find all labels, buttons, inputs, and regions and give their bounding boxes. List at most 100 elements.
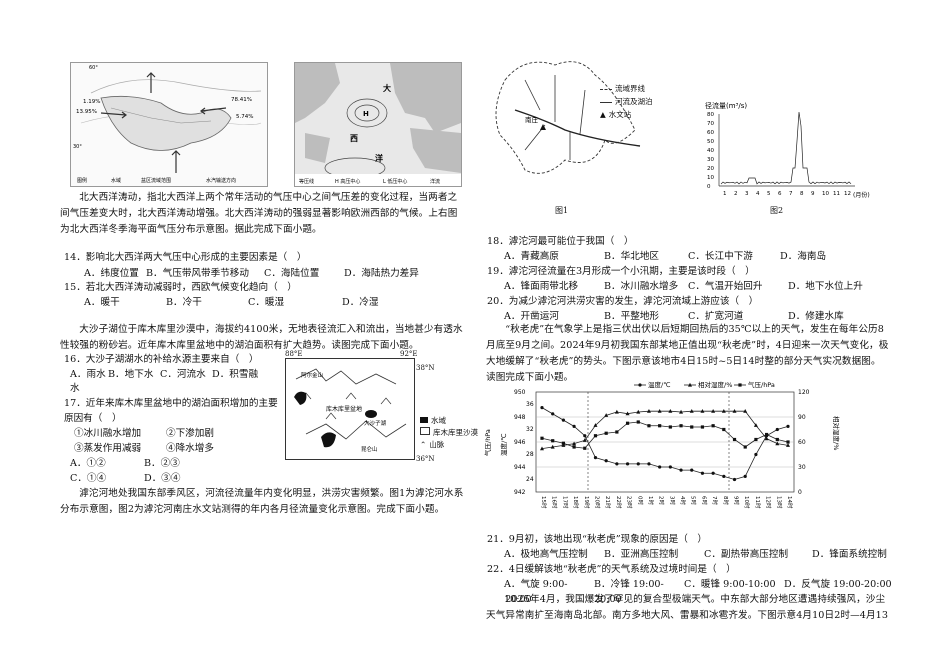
q21-options: A．极地高气压控制 B．亚洲高压控制 C．副热带高压控制 D．锋面系统控制 <box>504 547 887 562</box>
q22-option-a[interactable]: A．气旋 9:00-10:00 <box>504 579 568 605</box>
mtn1-label: 阿尔金山 <box>301 371 323 379</box>
q14-option-c[interactable]: C．海陆位置 <box>264 268 320 279</box>
time-tick: 23时 <box>626 496 634 509</box>
map2-legend-2: L 低压中心 <box>383 178 407 185</box>
pressure-tick: 950 <box>514 389 526 396</box>
humidity-point <box>775 441 780 446</box>
humidity-point <box>700 408 705 413</box>
q14-option-b[interactable]: B．气压带风带季节移动 <box>146 268 249 279</box>
q21-option-a[interactable]: A．极地高气压控制 <box>504 549 588 560</box>
runoff-xtick: 5 <box>767 191 771 197</box>
lake-label: 大沙子湖 <box>364 419 387 427</box>
question-14: 14．影响北大西洋两大气压中心形成的主要因素是（ ） <box>64 252 307 263</box>
runoff-xtick: 11 <box>833 191 840 197</box>
q19-option-b[interactable]: B．冰川融水增多 <box>604 281 679 292</box>
humidity-point <box>679 409 684 414</box>
humidity-line <box>541 410 789 450</box>
q17-options-1: A．①② B．②③ <box>70 456 180 471</box>
time-tick: 19时 <box>583 496 591 509</box>
q17-option-d[interactable]: D．③④ <box>144 473 181 484</box>
q20-option-a[interactable]: A．开凿运河 <box>504 311 559 322</box>
temperature-point <box>636 462 640 466</box>
runoff-ytick: 80 <box>707 112 714 118</box>
q21-option-b[interactable]: B．亚洲高压控制 <box>604 549 679 560</box>
humidity-point <box>743 408 748 413</box>
q15-option-d[interactable]: D．冷湿 <box>342 297 379 308</box>
q14-option-d[interactable]: D．海陆热力差异 <box>344 268 419 279</box>
q22-option-d[interactable]: D．反气旋 19:00-20:00 <box>784 579 892 590</box>
runoff-ytick: 30 <box>707 157 714 163</box>
q18-option-b[interactable]: B．华北地区 <box>604 251 660 262</box>
temperature-point <box>700 471 705 475</box>
runoff-ylabel: 径流量(m³/s) <box>705 101 747 110</box>
temperature-point <box>786 424 790 428</box>
q22-option-b[interactable]: B．冷锋 19:00-20:00 <box>594 579 664 605</box>
temperature-point <box>647 462 651 466</box>
q19-option-c[interactable]: C．气温开始回升 <box>688 281 763 292</box>
q17-statements-1: ①冰川融水增加 ②下渗加剧 <box>74 426 214 441</box>
humidity-tick: 0 <box>798 489 802 496</box>
q15-option-b[interactable]: B．冷干 <box>166 297 202 308</box>
legend-water: 水域 <box>420 415 478 427</box>
pressure-point <box>572 445 576 449</box>
wx-ylabel-left: 气压/hPa <box>484 429 492 456</box>
pressure-point <box>668 425 672 429</box>
temperature-point <box>679 468 683 472</box>
q19-option-d[interactable]: D．地下水位上升 <box>788 281 863 292</box>
q17-option-b[interactable]: B．②③ <box>144 458 180 469</box>
q21-option-c[interactable]: C．副热带高压控制 <box>704 549 789 560</box>
humidity-point <box>593 423 598 427</box>
ocean-char-1: 大 <box>383 83 391 93</box>
runoff-xtick: 1 <box>723 191 727 197</box>
q16-option-d[interactable]: D．积雪融 <box>212 369 259 380</box>
temperature-point <box>754 452 758 457</box>
map3-lat2: 36°N <box>416 455 435 463</box>
q15-option-a[interactable]: A．暖干 <box>84 297 120 308</box>
q17-statement-3: ③蒸发作用减弱 <box>74 443 142 454</box>
question-18: 18．滹沱河最可能位于我国（ ） <box>487 236 634 247</box>
legend-marker <box>738 383 742 387</box>
temperature-point <box>625 462 630 466</box>
vapor-arrow-west <box>100 111 127 119</box>
q20-option-c[interactable]: C．扩宽河道 <box>688 311 744 322</box>
q18-option-a[interactable]: A．青藏高原 <box>504 251 559 262</box>
humidity-point <box>572 441 577 446</box>
temperature-point <box>658 465 662 469</box>
time-tick: 10时 <box>743 496 751 509</box>
question-17-line2: 原因有（ ） <box>64 413 122 424</box>
q19-options: A．锋面雨带北移 B．冰川融水增多 C．气温开始回升 D．地下水位上升 <box>504 279 863 294</box>
pressure-point <box>604 431 608 435</box>
hutuo-basin-map: 南庄 <box>485 50 645 200</box>
basin-map-drawing: 阿尔金山 昆仑山 库木库里盆地 大沙子湖 <box>294 368 407 453</box>
humidity-point <box>582 438 587 442</box>
humidity-point <box>614 409 619 414</box>
q18-option-c[interactable]: C．长江中下游 <box>688 251 753 262</box>
q16-option-a[interactable]: A．雨水 <box>70 369 106 380</box>
question-17-line1: 17．近年来库木库里盆地中的湖泊面积增加的主要 <box>64 398 278 409</box>
q17-option-a[interactable]: A．①② <box>70 458 106 469</box>
pressure-point <box>551 439 555 443</box>
vapor-arrow-south <box>171 150 181 173</box>
pressure-tick: 946 <box>514 439 526 446</box>
passage-nao: 北大西洋涛动，指北大西洋上两个常年活动的气压中心之间气压差的变化过程，当两者之间… <box>60 192 458 235</box>
q19-option-a[interactable]: A．锋面雨带北移 <box>504 281 579 292</box>
q16-option-b[interactable]: B．地下水 <box>108 369 154 380</box>
q17-statement-4: ④降水增多 <box>166 443 214 454</box>
q20-option-b[interactable]: B．平整地形 <box>604 311 660 322</box>
q15-option-c[interactable]: C．暖湿 <box>248 297 285 308</box>
temperature-point <box>551 412 555 416</box>
temperature-tick: 36 <box>526 401 534 408</box>
q16-option-c[interactable]: C．河流水 <box>160 369 206 380</box>
q14-option-a[interactable]: A．纬度位置 <box>84 268 139 279</box>
q22-option-c[interactable]: C．暖锋 9:00-10:00 <box>684 579 776 590</box>
wx-ylabel-left2: 温度/℃ <box>499 434 508 457</box>
q21-option-d[interactable]: D．锋面系统控制 <box>812 549 887 560</box>
time-tick: 16时 <box>551 496 559 509</box>
temperature-point <box>583 434 587 438</box>
q20-option-d[interactable]: D．修建水库 <box>788 311 844 322</box>
q18-option-d[interactable]: D．海南岛 <box>780 251 827 262</box>
q17-option-c[interactable]: C．①④ <box>70 473 107 484</box>
question-16: 16．大沙子湖湖水的补给水源主要来自（ ） <box>64 354 259 365</box>
runoff-series-line <box>720 111 852 185</box>
temperature-point <box>743 474 747 478</box>
